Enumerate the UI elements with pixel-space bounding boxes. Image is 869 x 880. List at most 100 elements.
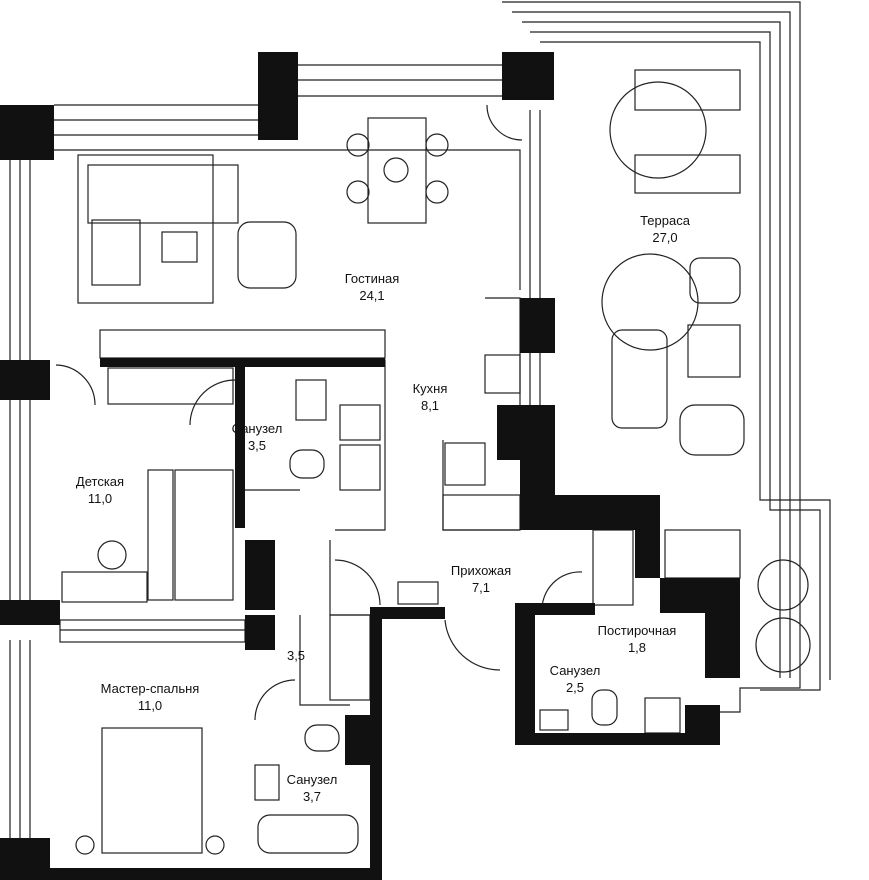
wall	[685, 705, 720, 745]
terrace-railing	[512, 11, 791, 678]
wardrobe	[107, 367, 234, 405]
wall	[635, 530, 660, 578]
room-name: Мастер-спальня	[100, 681, 200, 696]
room-area: 8,1	[420, 398, 440, 413]
grill-cart	[664, 529, 741, 579]
dining-chair	[346, 180, 370, 204]
room-name: Санузел	[549, 663, 601, 678]
room-area: 3,5	[286, 648, 306, 663]
room-area: 3,7	[302, 789, 322, 804]
room-label-master: Мастер-спальня 11,0	[101, 680, 200, 714]
window	[298, 64, 502, 97]
partition	[485, 297, 521, 405]
room-label-terrace: Терраса 27,0	[640, 212, 690, 246]
side-table	[687, 324, 741, 378]
wall	[258, 52, 298, 140]
window	[9, 640, 31, 840]
wall	[245, 615, 275, 650]
wall	[520, 298, 555, 353]
tv-console	[99, 329, 386, 359]
lounge-chair	[679, 404, 745, 456]
umbrella	[609, 81, 707, 179]
wall	[515, 603, 535, 743]
bath1-toilet	[289, 449, 325, 479]
sunbed	[634, 69, 741, 111]
door-swing	[486, 104, 523, 141]
room-name: Санузел	[231, 421, 283, 436]
room-name: Детская	[75, 474, 125, 489]
room-name: Постирочная	[597, 623, 677, 638]
lounge-chair	[689, 257, 741, 304]
coffee-table	[161, 231, 198, 263]
wall	[515, 733, 685, 745]
room-area: 3,5	[247, 438, 267, 453]
partition	[299, 615, 350, 706]
room-area: 11,0	[87, 491, 113, 506]
door-swing	[254, 679, 296, 721]
sofa-chaise	[91, 219, 141, 286]
window	[9, 160, 31, 360]
wall	[245, 540, 275, 610]
window	[54, 104, 258, 136]
door-swing	[55, 364, 96, 406]
room-area: 2,5	[565, 680, 585, 695]
master-tv	[59, 619, 246, 643]
room-label-kitchen: Кухня 8,1	[413, 380, 448, 414]
nightstand	[75, 835, 95, 855]
bath3-sink	[254, 764, 280, 801]
dining-chair	[425, 133, 449, 157]
entry-bench	[397, 581, 439, 605]
dining-table	[367, 117, 427, 224]
bath3-toilet	[304, 724, 340, 752]
wall	[370, 607, 445, 619]
grill	[757, 559, 809, 611]
room-label-closet: 3,5	[287, 647, 305, 664]
washer	[444, 442, 486, 486]
armchair	[237, 221, 297, 289]
kitchen-sink	[484, 354, 521, 394]
terrace-railing	[522, 21, 781, 678]
desk-chair	[97, 540, 127, 570]
sofa	[87, 164, 239, 224]
room-area: 24,1	[359, 288, 385, 303]
bath2-toilet	[591, 689, 618, 726]
room-label-bath3: Санузел 3,7	[287, 771, 338, 805]
wall	[235, 358, 245, 528]
bathtub	[257, 814, 359, 854]
room-area: 7,1	[471, 580, 491, 595]
door-swing	[334, 559, 381, 606]
partition	[329, 540, 380, 616]
umbrella	[601, 253, 699, 351]
room-area: 1,8	[627, 640, 647, 655]
room-name: Гостиная	[344, 271, 400, 286]
dining-chair	[346, 133, 370, 157]
wall	[0, 360, 50, 400]
kids-bed	[174, 469, 234, 601]
partition	[52, 149, 521, 290]
wall	[50, 868, 380, 880]
room-label-bath1: Санузел 3,5	[232, 420, 283, 454]
bath2-sink	[539, 709, 569, 731]
room-name: Санузел	[286, 772, 338, 787]
rug	[77, 154, 214, 304]
room-label-kids: Детская 11,0	[76, 473, 124, 507]
terrace-railing	[530, 31, 821, 691]
room-label-laundry: Постирочная 1,8	[598, 622, 677, 656]
wall	[705, 578, 740, 678]
nightstand	[205, 835, 225, 855]
dining-chair	[425, 180, 449, 204]
hall-wardrobe	[442, 494, 521, 531]
terrace-railing	[502, 1, 801, 713]
round-table	[755, 617, 811, 673]
door-swing	[189, 379, 236, 426]
door-swing	[444, 619, 501, 671]
laundry-machine	[644, 697, 681, 734]
entry-wardrobe	[592, 529, 634, 606]
bath1-sink	[295, 379, 327, 421]
terrace-railing	[540, 41, 831, 680]
window	[9, 400, 31, 600]
room-name: Терраса	[640, 213, 690, 228]
room-area: 11,0	[137, 698, 163, 713]
wall	[520, 495, 660, 530]
